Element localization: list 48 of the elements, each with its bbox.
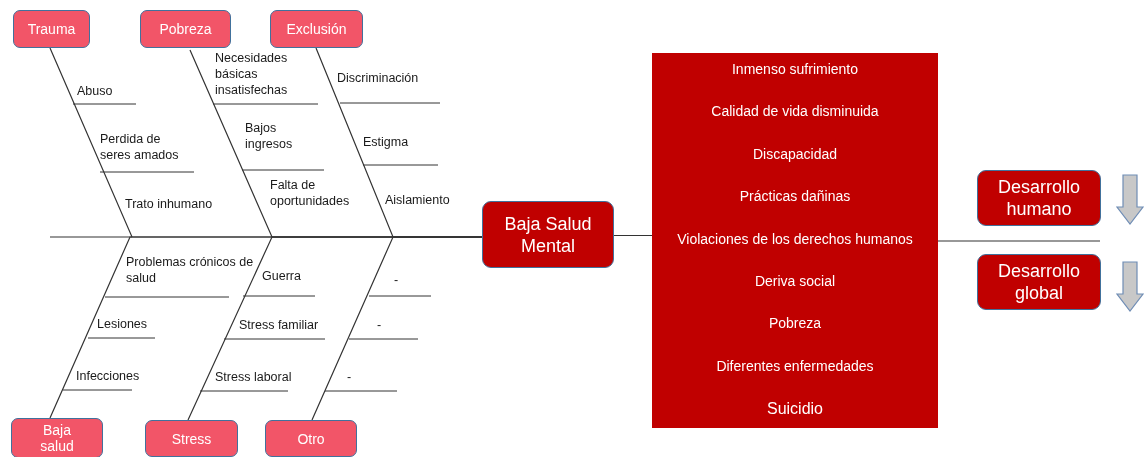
cause-label: Aislamiento bbox=[385, 192, 451, 208]
consequence-text: Deriva social bbox=[754, 272, 836, 289]
cause-label: Discriminación bbox=[337, 70, 420, 86]
cause-label: Estigma bbox=[363, 134, 410, 150]
cause-label: - bbox=[347, 369, 353, 385]
cause-label: Trato inhumano bbox=[125, 196, 214, 212]
category-box bbox=[270, 10, 363, 48]
consequence-text: Diferentes enfermedades bbox=[716, 357, 874, 374]
cause-label: Stress familiar bbox=[239, 317, 320, 333]
connector-line bbox=[613, 234, 653, 237]
consequence-text: Pobreza bbox=[768, 315, 822, 332]
cause-label: Abuso bbox=[77, 83, 114, 99]
consequence-panel bbox=[652, 53, 938, 428]
box-label: Pobreza bbox=[159, 21, 212, 37]
cause-label: Lesiones bbox=[97, 316, 149, 332]
box-label: Baja salud bbox=[39, 422, 75, 454]
effect-box bbox=[482, 201, 614, 268]
box-label: Baja Salud Mental bbox=[503, 212, 593, 257]
consequence-text: Violaciones de los derechos humanos bbox=[677, 230, 913, 247]
consequence-text: Suicidio bbox=[767, 400, 823, 418]
category-box bbox=[11, 418, 103, 457]
cause-label: - bbox=[377, 317, 383, 333]
box-label: Desarrollo humano bbox=[997, 176, 1081, 220]
box-label: Desarrollo global bbox=[997, 260, 1081, 304]
box-label: Trauma bbox=[27, 21, 76, 37]
consequence-text: Calidad de vida disminuida bbox=[711, 103, 879, 120]
cause-label: Guerra bbox=[262, 268, 302, 284]
cause-label: - bbox=[394, 272, 400, 288]
cause-label: Bajos ingresos bbox=[245, 120, 294, 152]
cause-label: Falta de oportunidades bbox=[270, 177, 351, 209]
cause-label: Necesidades básicas insatisfechas bbox=[215, 50, 289, 98]
box-label: Otro bbox=[297, 430, 325, 447]
consequence-text: Prácticas dañinas bbox=[739, 188, 851, 205]
consequence-text: Discapacidad bbox=[752, 145, 838, 162]
fishbone-line bbox=[311, 236, 483, 421]
effect-box bbox=[977, 170, 1101, 226]
consequence-text: Inmenso sufrimiento bbox=[731, 61, 859, 77]
effect-box bbox=[977, 254, 1101, 310]
category-box bbox=[265, 420, 357, 457]
box-label: Exclusión bbox=[286, 21, 347, 37]
box-label: Stress bbox=[171, 430, 212, 447]
cause-label: Stress laboral bbox=[215, 369, 293, 385]
cause-label: Perdida de seres amados bbox=[100, 131, 180, 163]
category-box bbox=[140, 10, 231, 48]
category-box bbox=[145, 420, 238, 457]
cause-label: Infecciones bbox=[76, 368, 141, 384]
category-box bbox=[13, 10, 90, 48]
cause-label: Problemas crónicos de salud bbox=[126, 254, 254, 286]
